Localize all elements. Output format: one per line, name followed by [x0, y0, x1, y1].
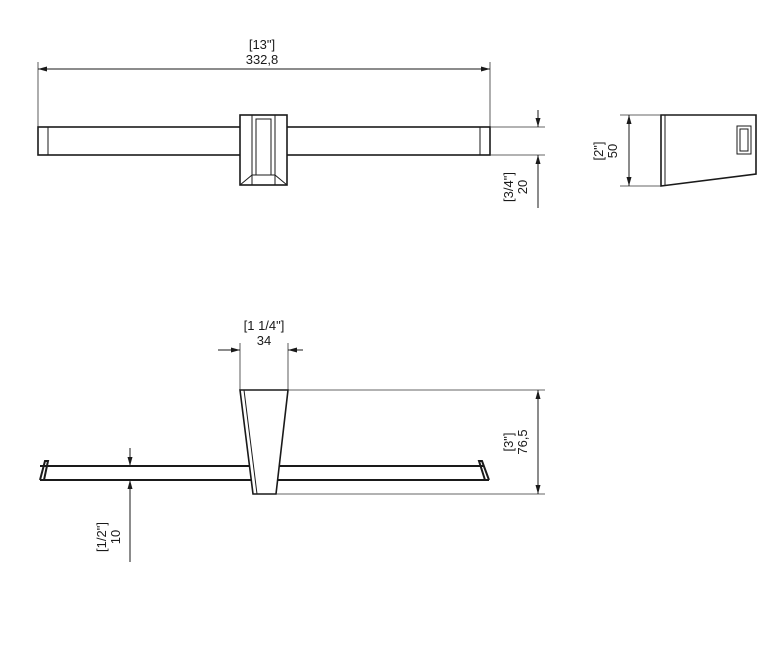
bar-cross-section: [736, 125, 752, 155]
thickness-mm-label: 20: [515, 180, 530, 194]
height-arrow-top: [626, 115, 632, 124]
front-view: [13"] 332,8 [3/4"] 20: [37, 37, 545, 208]
mount-side-profile: [660, 114, 757, 187]
rod-height-inch-label: [1/2"]: [94, 522, 109, 552]
projection-mm-label: 76,5: [515, 429, 530, 454]
height-inch-label: [2"]: [591, 141, 606, 160]
mount-bevel-right: [274, 174, 288, 186]
mount-bevel-left: [239, 174, 253, 186]
projection-arrow-top: [535, 390, 541, 399]
width-inch-label: [1 1/4"]: [244, 318, 285, 333]
height-mm-label: 50: [605, 144, 620, 158]
rod-end-left: [39, 460, 50, 481]
length-mm-label: 332,8: [246, 52, 279, 67]
thickness-arrow-top: [535, 118, 541, 127]
width-mm-label: 34: [257, 333, 271, 348]
height-arrow-bottom: [626, 177, 632, 186]
length-inch-label: [13"]: [249, 37, 275, 52]
mount-inner-block: [251, 114, 276, 186]
rod-height-arrow-bottom: [127, 480, 133, 489]
width-arrow-right: [288, 347, 297, 353]
bar-cross-section-inner: [739, 128, 749, 152]
rod-height-arrow-top: [127, 457, 133, 466]
rod-end-right: [477, 460, 490, 481]
width-arrow-left: [231, 347, 240, 353]
bracket-top-view: [239, 389, 289, 495]
projection-arrow-bottom: [535, 485, 541, 494]
rod-height-mm-label: 10: [108, 530, 123, 544]
side-view: [2"] 50: [591, 114, 757, 187]
length-arrow-left: [38, 66, 47, 72]
top-view: [1 1/4"] 34 [3"] 76,5 [1/2"] 10: [39, 318, 545, 562]
length-arrow-right: [481, 66, 490, 72]
thickness-inch-label: [3/4"]: [501, 172, 516, 202]
thickness-arrow-bottom: [535, 155, 541, 164]
bracket-inner-edge: [243, 389, 258, 495]
projection-inch-label: [3"]: [501, 432, 516, 451]
